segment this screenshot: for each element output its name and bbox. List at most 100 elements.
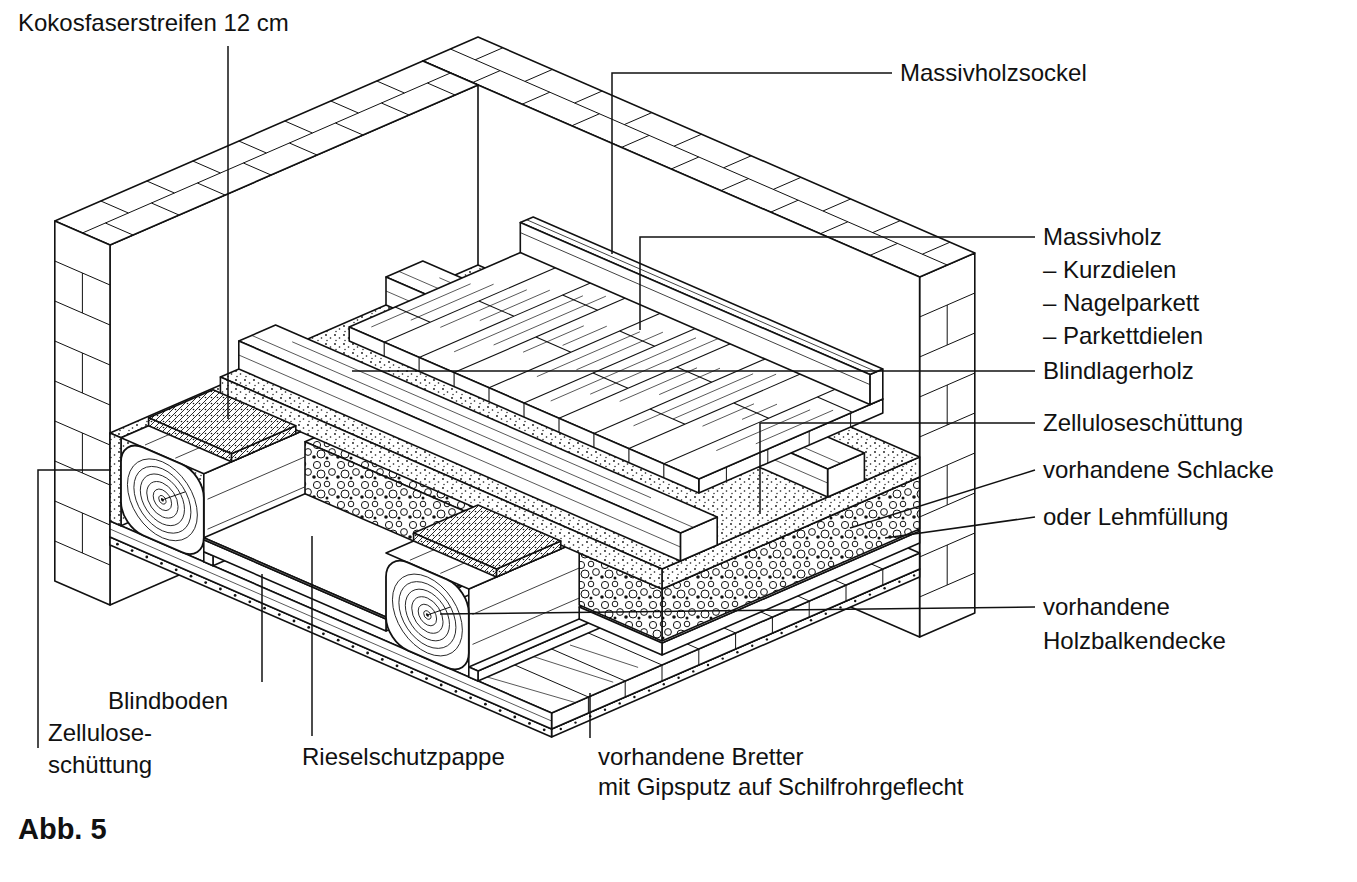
reed-mesh [484,703,487,706]
brick-joint [151,203,179,215]
board-joint [625,681,626,697]
board-joint [629,369,813,449]
board-joint [454,293,638,373]
brick-joint [920,453,975,477]
brick-joint [522,92,550,104]
brick-joint [55,341,110,365]
board-joint [593,373,628,388]
leader-line [885,517,1035,538]
brick-joint [947,305,948,345]
growth-ring [153,486,171,514]
construction-drawing [55,37,975,737]
reed-mesh [131,549,134,552]
brick-joint [674,134,702,146]
brick-joint [771,200,799,212]
board-joint [524,323,708,403]
part-label: – Kurzdielen [1043,255,1176,285]
part-label: Zelluloseschüttung [1043,408,1243,438]
reed-mesh [707,664,709,666]
reed-mesh [648,689,650,691]
reed-mesh [722,657,724,659]
brick-joint [920,293,975,317]
wood-grain [529,655,614,682]
part-label: oder Lehmfüllung [1043,502,1228,532]
brick-joint [331,101,359,113]
wood-grain [570,645,638,667]
wood-grain [454,296,583,352]
reed-mesh [513,716,516,719]
joist-end-grain [121,438,204,562]
reed-mesh [663,683,665,685]
wood-grain [537,332,640,377]
board-joint [593,433,594,447]
crack [427,597,450,625]
reed-mesh [190,575,193,578]
brick-joint [473,71,501,83]
reed-mesh [913,574,915,576]
wood-grain [563,326,607,345]
board-joint [488,388,489,402]
board-joint [846,585,847,601]
brick-joint [377,81,405,93]
wood-grain [716,410,810,451]
part-label: Holzbalkendecke [1043,626,1226,656]
coir-strip [414,533,497,577]
brick-joint [922,242,950,254]
part-label: Blindboden [108,686,228,716]
wood-grain [703,404,755,426]
reed-mesh [425,677,428,680]
board-joint [767,449,768,463]
brick-joint [82,433,83,473]
reed-mesh [736,651,738,653]
brick-joint [101,201,129,213]
brick-wall [55,61,478,245]
board-joint [650,409,685,424]
part-label: Blindlagerholz [1043,356,1194,386]
brick-joint [82,513,83,553]
board-joint [454,373,455,387]
board-joint [726,467,727,481]
board-joint [594,353,778,433]
reed-mesh [499,709,502,712]
brick-joint [823,199,851,211]
reed-mesh [825,613,827,615]
reed-mesh [396,664,399,667]
reed-mesh [810,619,812,621]
skirting-board [520,217,883,375]
brick-wall [55,221,110,605]
board-joint [664,384,848,464]
wood-grain [634,374,754,426]
leader-line [760,423,1035,514]
reed-mesh [469,696,472,699]
growth-ring [140,466,184,533]
reed-mesh [883,587,885,589]
leader-line [227,46,229,419]
board-joint [419,357,420,371]
brick-joint [82,73,450,233]
reed-mesh [278,613,281,616]
reed-mesh [116,543,119,546]
brick-joint [239,141,267,153]
reed-mesh [381,658,384,661]
leader-line [261,574,263,682]
brick-joint [773,177,801,189]
leader-line [612,73,892,254]
reed-mesh [604,709,606,711]
brick-joint [572,114,600,126]
leader-line [640,237,1035,330]
part-label: Massivholzsockel [900,58,1087,88]
brick-joint [624,113,652,125]
growth-ring [159,494,166,505]
cellulose-fill [110,433,121,526]
reed-mesh [322,632,325,635]
brick-joint [724,156,752,168]
leader-line [352,370,1035,372]
leader-line [440,607,1035,614]
brick-joint [525,69,553,81]
reed-mesh [869,593,871,595]
wood-grain [590,338,719,394]
board-joint [818,397,853,412]
part-label: Zellulose- [48,718,152,748]
reed-mesh [204,581,207,584]
